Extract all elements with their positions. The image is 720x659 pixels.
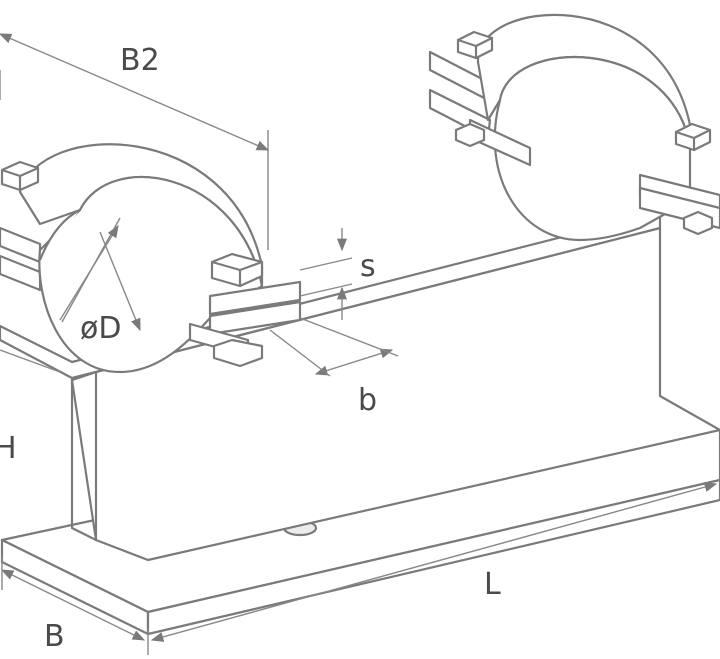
bolt-head-icon	[456, 30, 494, 60]
label-s: s	[360, 249, 376, 284]
pipe-clamp-right	[428, 13, 720, 242]
label-b2: B2	[120, 43, 160, 78]
label-base-width: B	[44, 619, 65, 654]
base-width-dimension	[0, 556, 149, 655]
length-dimension	[150, 482, 718, 642]
bolt-head-icon	[674, 122, 712, 152]
label-h: H	[0, 431, 17, 466]
b2-dimension	[0, 33, 270, 250]
nut-icon	[212, 338, 264, 368]
label-diameter: øD	[80, 311, 121, 346]
label-b: b	[358, 383, 377, 418]
nut-icon	[682, 210, 714, 236]
diameter-dimension	[59, 217, 141, 332]
bolt-head-icon	[210, 252, 264, 288]
bolt-head-icon	[0, 160, 40, 192]
pipe-clamp-left	[0, 143, 302, 374]
label-length: L	[484, 567, 501, 602]
nut-icon	[454, 122, 486, 148]
s-dimension	[299, 228, 353, 320]
b-dimension	[269, 317, 399, 377]
h-dimension	[0, 349, 61, 373]
